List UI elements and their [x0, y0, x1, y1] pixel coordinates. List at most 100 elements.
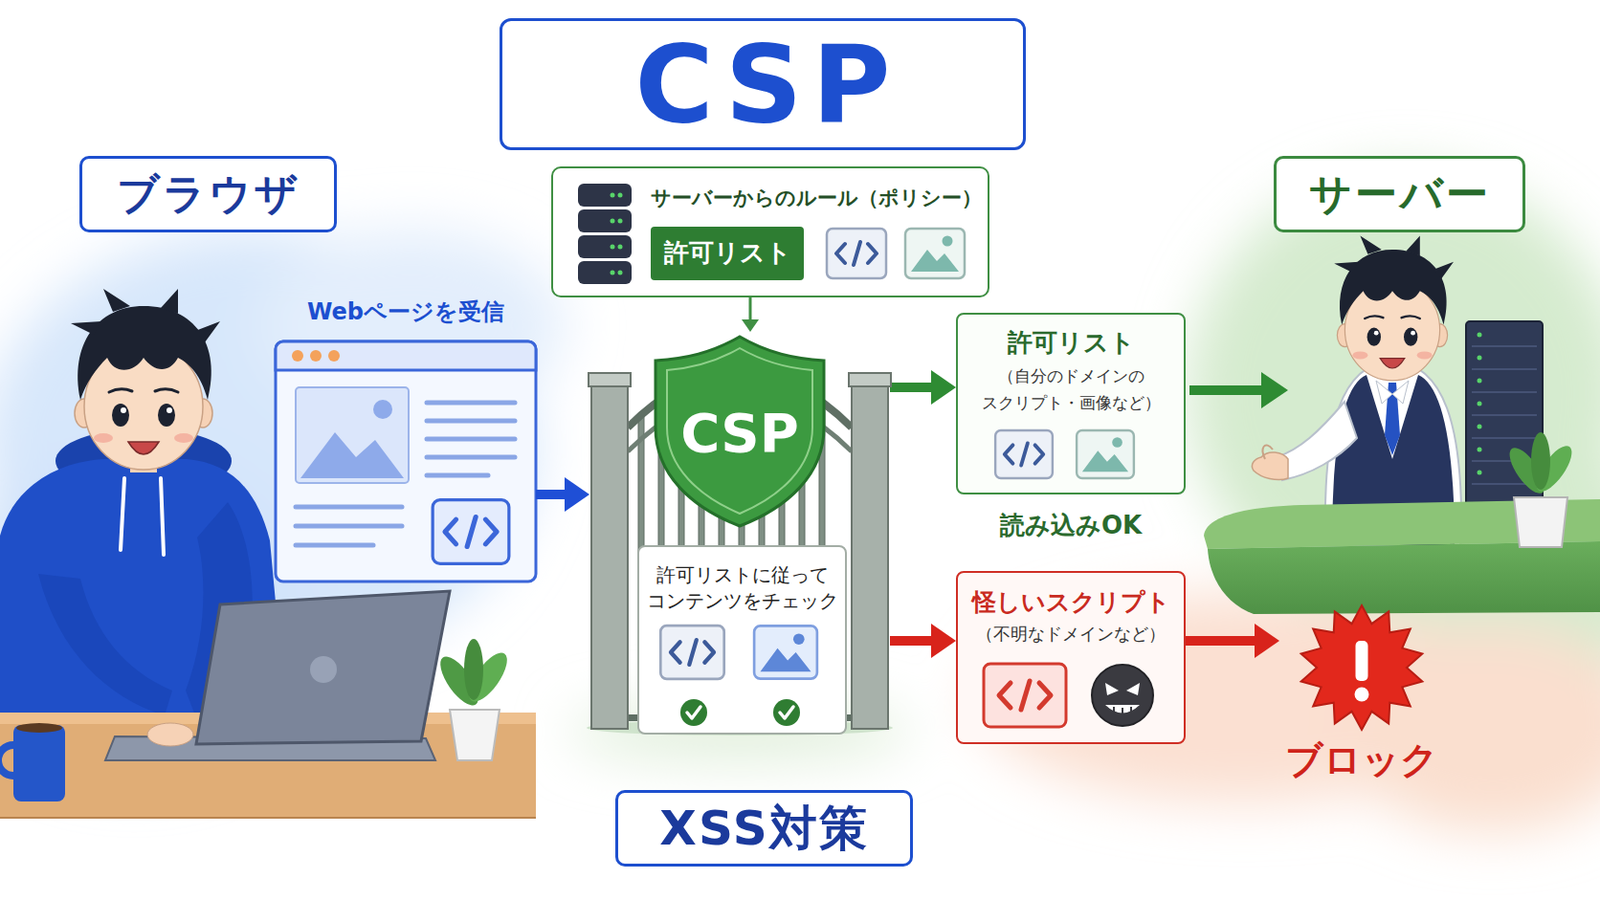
arrow-head	[564, 477, 590, 512]
server-icon	[610, 270, 616, 276]
browser-window	[295, 524, 402, 530]
arrow-head	[931, 370, 956, 405]
allow-box: 許可リスト（自分のドメインの スクリプト・画像など）	[955, 312, 1186, 495]
star-outline	[1301, 605, 1423, 731]
server-icon	[577, 183, 632, 207]
coffee-mug	[16, 723, 63, 734]
content-icon	[754, 625, 818, 679]
browser-user	[160, 478, 164, 556]
server-icon	[610, 244, 616, 250]
delivery-arrow	[1261, 372, 1289, 409]
arrow-shaft	[889, 636, 934, 646]
alert-mark	[1355, 641, 1369, 682]
delivery-arrow	[1189, 385, 1266, 396]
server-rack	[1477, 333, 1483, 476]
content-icon	[660, 625, 724, 680]
server-rack	[1477, 378, 1483, 384]
browser-window	[300, 432, 404, 479]
coffee-mug	[13, 725, 66, 802]
arrow-head	[741, 319, 759, 333]
flow-arrow	[535, 477, 590, 512]
node-text: ブロック	[1279, 739, 1445, 782]
server-icon	[577, 183, 632, 285]
arrow-head	[931, 623, 956, 659]
server-rack	[1477, 470, 1483, 476]
node-text: 許可リストに従って コンテンツをチェック	[644, 562, 840, 615]
laptop	[147, 723, 194, 747]
browser-user	[120, 478, 125, 551]
server-rack	[1471, 368, 1537, 371]
browser-window	[275, 341, 536, 582]
node-text: ブラウザ	[116, 169, 301, 221]
alert-mark	[1355, 688, 1370, 703]
content-icon	[826, 228, 887, 279]
server-staff	[1376, 380, 1393, 404]
browser-window	[373, 400, 393, 420]
server-icon	[618, 193, 623, 199]
laptop	[105, 591, 450, 761]
browser-window	[426, 473, 489, 479]
attacker-face	[1126, 683, 1140, 696]
server-rack	[1471, 414, 1537, 417]
work-desk	[0, 817, 536, 820]
title-text: CSP	[624, 30, 900, 138]
content-icon	[660, 228, 1134, 728]
check-mark	[687, 707, 701, 719]
coffee-mug	[0, 723, 66, 802]
server-icon	[610, 219, 616, 224]
attacker-face	[1113, 707, 1132, 716]
browser-window	[275, 341, 536, 582]
node-text: サーバー	[1309, 169, 1491, 221]
flow-arrow	[1185, 623, 1280, 659]
server-icon	[577, 261, 632, 285]
server-icon	[618, 244, 623, 250]
node-text: 許可リスト	[957, 326, 1184, 359]
potted-plant	[1513, 497, 1568, 548]
server-rack	[1477, 355, 1483, 361]
browser-window	[291, 350, 304, 362]
node-text: 怪しいスクリプト	[957, 586, 1184, 620]
flow-arrow	[889, 623, 956, 659]
arrow-shaft	[535, 489, 567, 500]
attacker-face	[1091, 665, 1154, 727]
flow-arrow	[889, 370, 956, 405]
server-rack	[1477, 424, 1483, 430]
potted-plant	[1531, 432, 1551, 490]
browser-window	[426, 419, 515, 424]
server-icon	[618, 270, 623, 276]
topic-box: XSS対策	[615, 790, 913, 867]
browser-user	[38, 574, 173, 716]
content-icon	[983, 664, 1067, 728]
browser-window	[328, 350, 340, 362]
browser-window	[426, 437, 515, 443]
browser-window	[295, 387, 409, 484]
browser-window	[426, 455, 515, 461]
watercolor-wash	[0, 172, 1600, 833]
server-staff	[1392, 380, 1409, 404]
node-text: （自分のドメインの スクリプト・画像など）	[965, 362, 1177, 417]
gate-outline	[591, 382, 628, 730]
server-rack	[1471, 391, 1537, 394]
check-mark	[680, 699, 708, 727]
content-icon	[1076, 430, 1134, 479]
laptop	[310, 656, 337, 684]
note-holder: 読み込みOK	[965, 505, 1177, 546]
window-panel: Webページを受信	[275, 291, 536, 582]
check-mark	[773, 699, 800, 727]
node-text: （不明なドメインなど）	[965, 621, 1177, 648]
browser-window	[275, 341, 536, 371]
attacker-face	[1091, 665, 1154, 727]
check-mark	[680, 699, 800, 727]
gate-outline	[848, 373, 891, 387]
server-icon	[618, 219, 623, 224]
note-text: 読み込みOK	[1000, 509, 1142, 542]
arrow-shaft	[889, 382, 934, 393]
node-text: CSP	[589, 406, 890, 461]
browser-window	[426, 400, 515, 406]
delivery-arrow	[1189, 372, 1289, 409]
gate-outline	[851, 382, 889, 730]
node-text: サーバーからのルール（ポリシー）	[650, 183, 988, 213]
node-text: XSS対策	[659, 800, 868, 858]
gate-outline	[588, 373, 631, 387]
